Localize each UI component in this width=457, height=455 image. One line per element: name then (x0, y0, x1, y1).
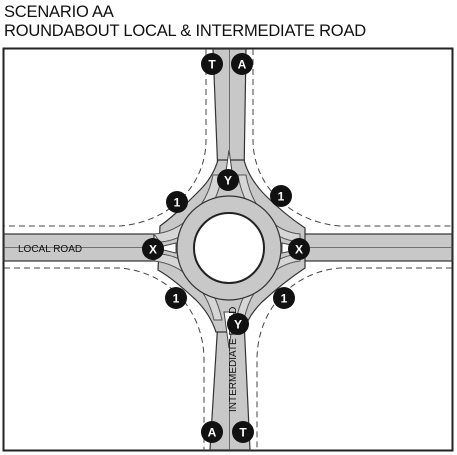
marker-south-right: T (232, 421, 254, 443)
svg-text:A: A (238, 58, 247, 72)
marker-north-entry: Y (217, 169, 239, 191)
svg-text:T: T (208, 58, 216, 72)
marker-bypass-sw: 1 (165, 287, 187, 309)
edge-line-south-east (256, 267, 452, 450)
svg-text:A: A (208, 426, 217, 440)
marker-east-entry: X (288, 238, 310, 260)
svg-text:1: 1 (278, 190, 285, 204)
marker-south-entry: Y (227, 313, 249, 335)
svg-text:T: T (239, 426, 247, 440)
centerlines (4, 49, 452, 450)
page-subtitle: ROUNDABOUT LOCAL & INTERMEDIATE ROAD (4, 22, 366, 40)
splitter-island-west (154, 242, 177, 254)
marker-bypass-nw: 1 (166, 191, 188, 213)
marker-north-right: A (231, 53, 253, 75)
svg-text:Y: Y (224, 174, 232, 188)
local-road-label: LOCAL ROAD (18, 244, 82, 255)
svg-text:1: 1 (174, 196, 181, 210)
central-island (193, 212, 265, 284)
marker-south-left: A (201, 421, 223, 443)
svg-text:X: X (149, 243, 157, 257)
svg-text:1: 1 (281, 292, 288, 306)
marker-north-left: T (201, 53, 223, 75)
svg-text:X: X (295, 243, 303, 257)
marker-west-entry: X (142, 238, 164, 260)
marker-bypass-se: 1 (273, 287, 295, 309)
page-title: SCENARIO AA (4, 3, 114, 21)
intermediate-road-label: INTERMEDIATE ROAD (228, 307, 239, 412)
svg-text:1: 1 (173, 292, 180, 306)
marker-bypass-ne: 1 (270, 185, 292, 207)
svg-text:Y: Y (234, 318, 242, 332)
